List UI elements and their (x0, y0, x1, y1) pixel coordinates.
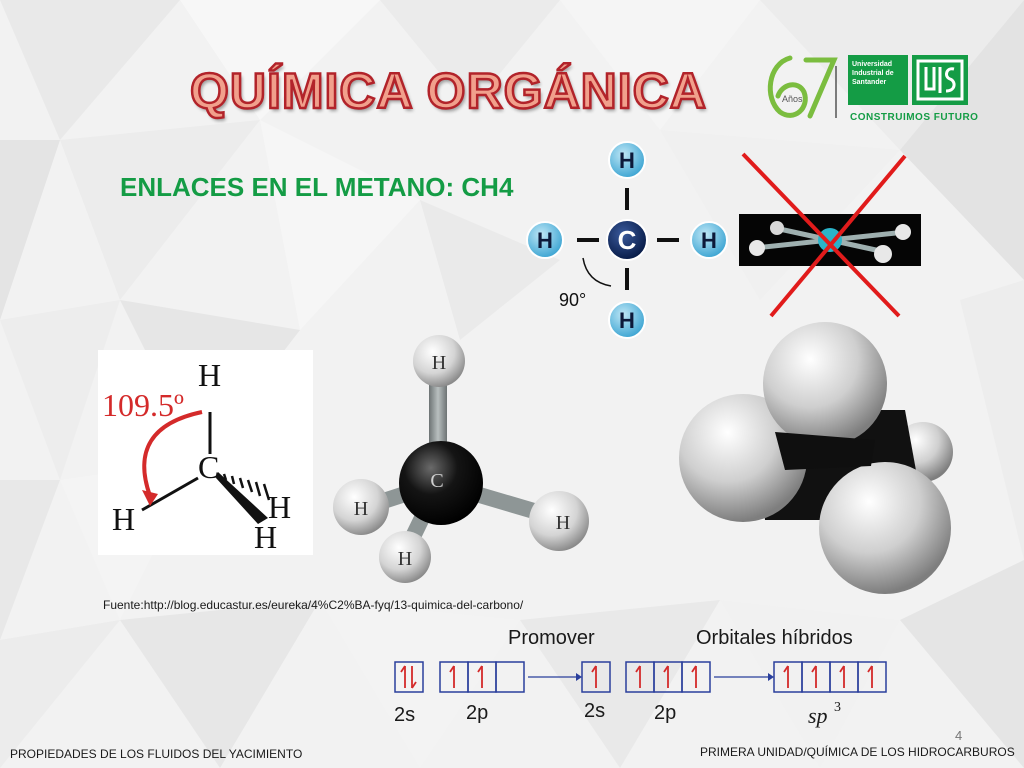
promote-label: Promover (508, 627, 595, 649)
wedge-structure-panel (98, 350, 313, 555)
label-2s: 2s (394, 704, 415, 726)
label-2p: 2p (466, 702, 488, 724)
hydrogen-label-left: H (537, 228, 553, 253)
label-2p-promoted: 2p (654, 702, 676, 724)
cross-line-1 (741, 152, 901, 318)
wedge-carbon-label: C (198, 449, 219, 485)
hydrogen-label-right: H (701, 228, 717, 253)
label-sp3: sp (808, 703, 828, 728)
footer-right: PRIMERA UNIDAD/QUÍMICA DE LOS HIDROCARBU… (700, 745, 1015, 759)
slide-title: QUÍMICA ORGÁNICA (189, 62, 707, 121)
ball-hydrogen-top: H (432, 352, 446, 374)
section-subtitle: ENLACES EN EL METANO: CH4 (120, 172, 514, 202)
source-citation: Fuente:http://blog.educastur.es/eureka/4… (103, 598, 524, 612)
carbon-label: C (618, 225, 637, 255)
anniversary-logo: Años (767, 55, 838, 119)
dashed-bond (222, 473, 271, 501)
hydrogen-label-top: H (619, 148, 635, 173)
ball-and-stick-model: H H H H C (333, 335, 589, 583)
planar-methane-diagram: H H H H C 90° (526, 141, 728, 339)
anniversary-word: Años (782, 94, 803, 104)
ball-carbon-label: C (430, 470, 443, 492)
space-filling-model (679, 322, 953, 594)
angle-90-label: 90° (559, 290, 586, 310)
carbon-atom (606, 219, 648, 261)
wedge-bond (216, 472, 268, 524)
hydrogen-label-bottom: H (619, 308, 635, 333)
wedge-hydrogen-top: H (198, 357, 221, 393)
crossed-out-planar-model (739, 152, 921, 318)
angle-arrow (142, 410, 203, 497)
label-sp3-exponent: 3 (834, 700, 841, 715)
hydrogen-atom-right (690, 221, 728, 259)
wedge-structure-diagram: 109.5º H C H H H (102, 357, 291, 555)
hydrogen-atom-bottom (608, 301, 646, 339)
ball-hydrogen-right: H (556, 512, 570, 534)
hydrogen-atom-left (526, 221, 564, 259)
university-tagline: CONSTRUIMOS FUTURO (850, 112, 979, 123)
ball-hydrogen-bottom: H (398, 548, 412, 570)
uis-logo-mark (912, 55, 968, 105)
university-line-1: Universidad (852, 61, 893, 68)
angle-109-label: 109.5º (102, 387, 184, 423)
hybrid-orbitals-label: Orbitales híbridos (696, 627, 853, 649)
hydrogen-atom-top (608, 141, 646, 179)
wedge-hydrogen-left: H (112, 501, 135, 537)
university-line-3: Santander (852, 79, 887, 86)
cross-line-2 (769, 154, 907, 318)
wedge-hydrogen-bottom: H (254, 519, 277, 555)
label-2s-promoted: 2s (584, 700, 605, 722)
orbital-2s-box (394, 661, 424, 693)
university-line-2: Industrial de (852, 70, 894, 77)
footer-left: PROPIEDADES DE LOS FLUIDOS DEL YACIMIENT… (10, 747, 303, 761)
angle-arc (582, 257, 612, 287)
electron-arrows (400, 665, 873, 689)
university-name-box: Universidad Industrial de Santander (848, 55, 908, 105)
ball-hydrogen-left: H (354, 498, 368, 520)
page-number: 4 (955, 728, 963, 743)
orbital-diagram: 2s 2p 2s 2p sp 3 (394, 661, 887, 728)
wedge-hydrogen-right: H (268, 489, 291, 525)
